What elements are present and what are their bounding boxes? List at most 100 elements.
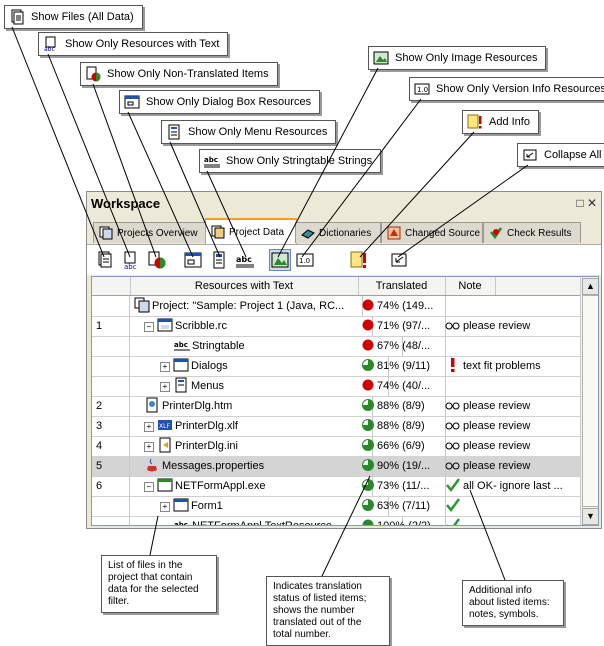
resource-name: NETFormAppl.exe [175,480,266,492]
dialog-box-icon[interactable] [183,250,203,270]
resource-name: Scribble.rc [175,320,227,332]
stringtable-icon[interactable]: abc [235,250,255,270]
image-icon [373,51,389,65]
resource-name: PrinterDlg.ini [175,440,238,452]
translated-cell: 74% (40/... [358,376,446,396]
translated-value: 71% (97/... [377,320,431,332]
callout-label: Show Only Dialog Box Resources [146,96,312,108]
tab-project-data[interactable]: Project Data [205,218,297,244]
expand-icon[interactable]: + [144,442,154,452]
callout-label: Show Only Resources with Text [65,38,220,50]
column-header-note[interactable]: Note [445,277,496,295]
collapse-all-icon[interactable] [389,250,409,270]
tab-label: Project Data [229,226,285,238]
translated-value: 74% (40/... [377,380,431,392]
window-controls[interactable]: □ ✕ [576,196,597,210]
translation-status-icon [362,499,374,511]
tab-label: Dictionaries [319,227,372,239]
note-cell: please review [445,316,580,336]
note-cell: please review [445,396,580,416]
svg-text:abc: abc [44,46,55,52]
collapse-icon[interactable]: − [144,322,154,332]
resource-cell: +Form1 [130,496,389,516]
dialog-file-icon [173,498,189,512]
expand-icon[interactable]: + [160,362,170,372]
resource-cell: − Scribble.rc [130,316,373,336]
grid-header: Resources with Text Translated Note [92,277,580,296]
translated-cell: 100% (2/2) [358,516,446,526]
resource-name: NETFormAppl.TextResource [192,520,332,526]
translation-status-icon [362,479,374,491]
resource-name: PrinterDlg.xlf [175,420,238,432]
translated-cell: 66% (6/9) [358,436,446,456]
column-header-resources[interactable]: Resources with Text [130,277,359,295]
row-number: 4 [92,436,130,456]
menu-icon[interactable] [209,250,229,270]
add-info-icon[interactable] [349,250,369,270]
java-file-icon [147,458,157,472]
svg-text:abc: abc [204,156,218,164]
callout-label: Add Info [489,116,530,128]
show-files-icon[interactable] [95,250,115,270]
scroll-up-icon[interactable]: ▲ [582,278,598,295]
version-info-icon[interactable]: 1.0 [295,250,315,270]
tab-label: Projects Overview [117,227,198,239]
tab-dictionaries[interactable]: Dictionaries [295,222,381,243]
row-number: 6 [92,476,130,496]
expand-icon[interactable]: + [144,422,154,432]
note-cell: all OK- ignore last ... [445,476,580,496]
table-row[interactable]: abc NETFormAppl.TextResource 100% (2/2) [92,516,580,526]
scroll-down-icon[interactable]: ▼ [582,508,598,525]
row-number: 3 [92,416,130,436]
translation-status-icon [362,439,374,451]
callout-image: Show Only Image Resources [368,46,547,70]
scroll-thumb[interactable] [582,295,598,507]
column-header-translated[interactable]: Translated [358,277,446,295]
check-icon [446,478,461,493]
table-row[interactable]: Project: "Sample: Project 1 (Java, RC...… [92,296,580,317]
expand-icon[interactable]: + [160,502,170,512]
column-header-number[interactable] [92,277,131,295]
tab-changed-source[interactable]: Changed Source [381,222,483,243]
menu-icon [168,124,180,140]
note-cell [445,376,580,396]
note-value: please review [463,420,531,432]
vertical-scrollbar[interactable]: ▲ ▼ [580,277,598,525]
note-status: Indicates translation status of listed i… [266,576,390,646]
collapse-icon[interactable]: − [144,482,154,492]
note-value: please review [463,440,531,452]
text-resources-icon[interactable]: abc [121,250,141,270]
translation-status-icon [362,319,374,331]
callout-add-info: Add Info [462,110,539,134]
callout-label: Show Files (All Data) [31,11,134,23]
ini-file-icon [159,437,171,453]
translated-cell: 81% (9/11) [358,356,446,376]
tab-check-results[interactable]: Check Results [483,222,581,243]
table-row[interactable]: 4 + PrinterDlg.ini 66% (6/9) please review [92,436,580,457]
resource-cell: abc NETFormAppl.TextResource [130,516,403,526]
image-icon[interactable] [269,249,291,271]
translated-value: 67% (48/... [377,340,431,352]
abc-file-icon: abc [174,341,190,351]
project-file-icon [134,297,150,313]
translation-status-icon [362,359,374,371]
tab-label: Changed Source [405,227,481,239]
abc-file-icon: abc [174,521,188,525]
resource-cell: Project: "Sample: Project 1 (Java, RC... [130,296,363,316]
note-info: Additional info about listed items: note… [462,580,564,626]
non-translated-icon[interactable] [147,250,167,270]
svg-text:abc: abc [236,255,252,264]
tab-projects-overview[interactable]: Projects Overview [93,222,207,243]
translated-value: 100% (2/2) [377,520,431,526]
window-title: Workspace [91,196,161,211]
expand-icon[interactable]: + [160,382,170,392]
